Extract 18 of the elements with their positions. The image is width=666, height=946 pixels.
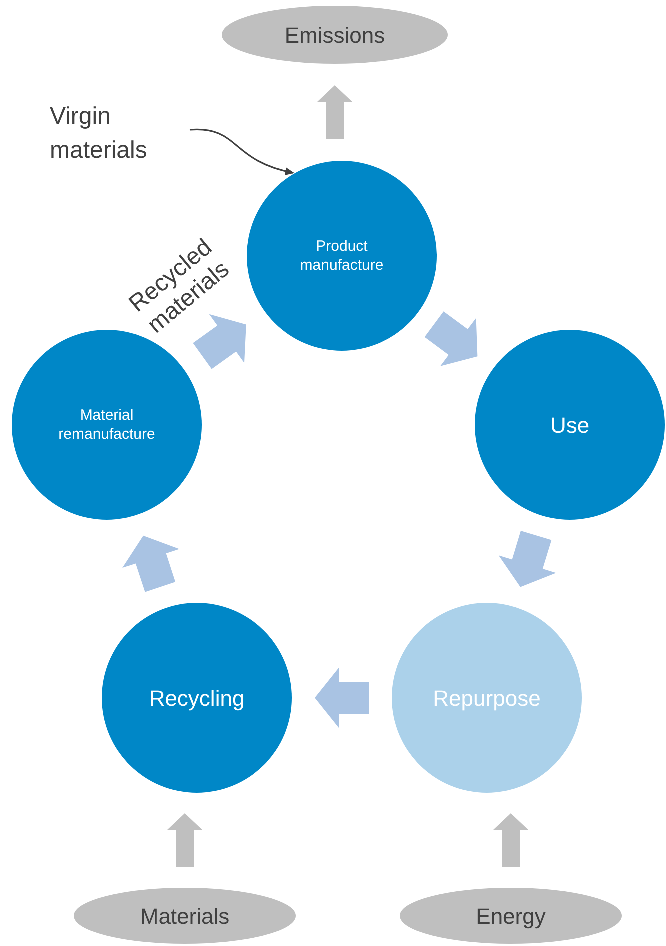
block-arrow — [193, 314, 246, 370]
block-arrow — [122, 536, 180, 592]
node-label: Energy — [476, 902, 546, 931]
block-arrow — [315, 668, 369, 728]
curved-arrow — [190, 129, 295, 176]
node-label: Product manufacture — [299, 237, 385, 275]
node-label: Emissions — [284, 22, 386, 50]
block-arrow — [498, 531, 556, 588]
block-arrow — [317, 86, 353, 140]
block-arrow — [493, 814, 529, 868]
block-arrow — [167, 814, 203, 868]
block-arrow — [424, 312, 478, 366]
node-label: Repurpose — [432, 684, 542, 713]
node-label: Material remanufacture — [58, 406, 156, 444]
node-label: Recycling — [148, 684, 246, 713]
node-label: Use — [549, 412, 591, 440]
node-label: Materials — [140, 902, 230, 930]
node-label: Virgin materials — [50, 102, 148, 166]
